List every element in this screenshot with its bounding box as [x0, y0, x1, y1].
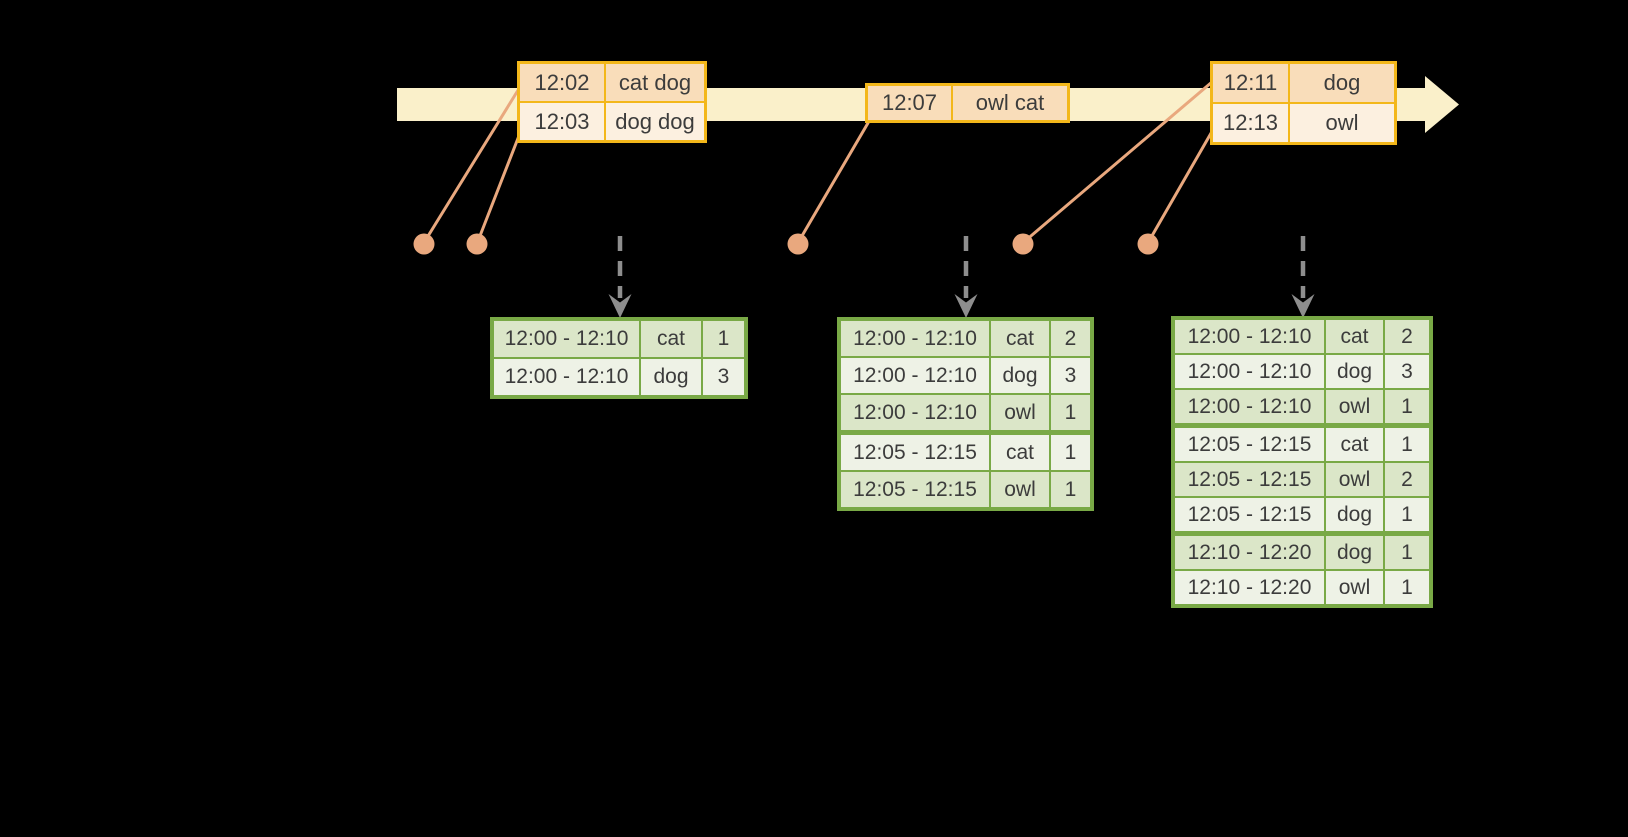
word-cell: owl: [989, 393, 1051, 435]
window-cell: 12:05 - 12:15: [1172, 461, 1326, 498]
result-row: 12:00 - 12:10 dog 3: [1172, 353, 1432, 390]
result-row: 12:05 - 12:15 cat 1: [1172, 424, 1432, 463]
window-cell: 12:00 - 12:10: [1172, 353, 1326, 390]
result-table-3: 12:00 - 12:10 cat 2 12:00 - 12:10 dog 3 …: [1171, 316, 1433, 608]
count-cell: 1: [1049, 393, 1093, 435]
count-cell: 2: [1049, 318, 1093, 358]
result-row: 12:00 - 12:10 owl 1: [1172, 388, 1432, 428]
word-cell: cat: [639, 318, 703, 359]
result-row: 12:00 - 12:10 owl 1: [838, 393, 1093, 435]
word-cell: dog: [639, 357, 703, 398]
word-cell: dog: [1324, 496, 1385, 536]
count-cell: 3: [701, 357, 747, 398]
event-row: 12:07 owl cat: [865, 83, 1070, 123]
event-row: 12:11 dog: [1210, 61, 1397, 104]
window-cell: 12:00 - 12:10: [1172, 317, 1326, 355]
event-connector-lines: [423, 80, 1216, 243]
event-time-cell: 12:11: [1210, 61, 1290, 104]
event-time-cell: 12:02: [517, 61, 606, 103]
result-row: 12:05 - 12:15 dog 1: [1172, 496, 1432, 536]
count-cell: 1: [1383, 569, 1432, 607]
result-row: 12:00 - 12:10 cat 2: [1172, 317, 1432, 355]
event-connector-line: [1023, 80, 1214, 243]
result-row: 12:05 - 12:15 owl 2: [1172, 461, 1432, 498]
trigger-arrowhead-icon: [608, 294, 632, 318]
window-cell: 12:05 - 12:15: [838, 470, 991, 510]
timeline-arrowhead-icon: [1425, 76, 1459, 133]
event-words-cell: dog dog: [604, 101, 707, 143]
event-connector-line: [1147, 126, 1216, 243]
window-cell: 12:00 - 12:10: [838, 318, 991, 358]
trigger-arrowhead-icon: [1291, 294, 1315, 318]
word-cell: owl: [989, 470, 1051, 510]
window-cell: 12:00 - 12:10: [1172, 388, 1326, 428]
event-dot: [1137, 233, 1159, 255]
event-words-cell: dog: [1288, 61, 1397, 104]
result-row: 12:05 - 12:15 cat 1: [838, 431, 1093, 472]
window-cell: 12:00 - 12:10: [838, 356, 991, 395]
count-cell: 3: [1049, 356, 1093, 395]
count-cell: 1: [1049, 431, 1093, 472]
event-dot: [466, 233, 488, 255]
result-row: 12:00 - 12:10 cat 1: [491, 318, 747, 359]
count-cell: 1: [1383, 496, 1432, 536]
event-table-3: 12:11 dog 12:13 owl: [1210, 61, 1397, 145]
event-connector-line: [797, 121, 870, 243]
count-cell: 1: [1383, 424, 1432, 463]
result-row: 12:10 - 12:20 owl 1: [1172, 569, 1432, 607]
event-words-cell: owl cat: [951, 83, 1070, 123]
word-cell: owl: [1324, 569, 1385, 607]
event-time-cell: 12:07: [865, 83, 953, 123]
event-dot: [1012, 233, 1034, 255]
trigger-arrowhead-icon: [954, 294, 978, 318]
event-row: 12:13 owl: [1210, 102, 1397, 145]
event-time-cell: 12:13: [1210, 102, 1290, 145]
event-dot: [787, 233, 809, 255]
window-cell: 12:00 - 12:10: [838, 393, 991, 435]
event-time-cell: 12:03: [517, 101, 606, 143]
event-table-1: 12:02 cat dog 12:03 dog dog: [517, 61, 707, 143]
word-cell: owl: [1324, 461, 1385, 498]
count-cell: 1: [1049, 470, 1093, 510]
word-cell: dog: [989, 356, 1051, 395]
word-cell: cat: [989, 318, 1051, 358]
trigger-arrows: [608, 236, 1315, 318]
event-connector-line: [423, 85, 522, 243]
event-row: 12:03 dog dog: [517, 101, 707, 143]
result-row: 12:05 - 12:15 owl 1: [838, 470, 1093, 510]
window-cell: 12:10 - 12:20: [1172, 532, 1326, 571]
count-cell: 2: [1383, 317, 1432, 355]
word-cell: cat: [1324, 317, 1385, 355]
word-cell: cat: [1324, 424, 1385, 463]
result-table-1: 12:00 - 12:10 cat 1 12:00 - 12:10 dog 3: [490, 317, 748, 399]
window-cell: 12:05 - 12:15: [1172, 424, 1326, 463]
event-dots: [413, 233, 1159, 255]
event-words-cell: owl: [1288, 102, 1397, 145]
result-row: 12:10 - 12:20 dog 1: [1172, 532, 1432, 571]
word-cell: owl: [1324, 388, 1385, 428]
event-dot: [413, 233, 435, 255]
word-cell: dog: [1324, 532, 1385, 571]
count-cell: 1: [1383, 532, 1432, 571]
window-cell: 12:05 - 12:15: [838, 431, 991, 472]
result-row: 12:00 - 12:10 dog 3: [491, 357, 747, 398]
count-cell: 3: [1383, 353, 1432, 390]
event-row: 12:02 cat dog: [517, 61, 707, 103]
count-cell: 1: [701, 318, 747, 359]
result-row: 12:00 - 12:10 cat 2: [838, 318, 1093, 358]
count-cell: 1: [1383, 388, 1432, 428]
event-words-cell: cat dog: [604, 61, 707, 103]
event-connector-line: [476, 126, 524, 243]
window-cell: 12:10 - 12:20: [1172, 569, 1326, 607]
result-row: 12:00 - 12:10 dog 3: [838, 356, 1093, 395]
word-cell: cat: [989, 431, 1051, 472]
window-cell: 12:00 - 12:10: [491, 318, 641, 359]
event-table-2: 12:07 owl cat: [865, 83, 1070, 123]
count-cell: 2: [1383, 461, 1432, 498]
window-cell: 12:00 - 12:10: [491, 357, 641, 398]
result-table-2: 12:00 - 12:10 cat 2 12:00 - 12:10 dog 3 …: [837, 317, 1094, 511]
word-cell: dog: [1324, 353, 1385, 390]
window-cell: 12:05 - 12:15: [1172, 496, 1326, 536]
